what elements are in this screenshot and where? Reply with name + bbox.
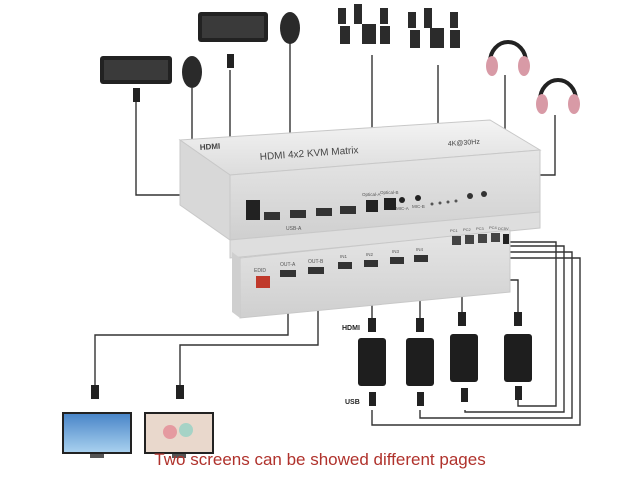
- usb-group-label: USB-A: [286, 226, 302, 232]
- edid-switch[interactable]: [256, 276, 270, 288]
- monitor-1: [62, 412, 132, 458]
- in2-port: [364, 260, 378, 267]
- mic-a-jack: [399, 197, 405, 203]
- speaker-set-icon: [408, 8, 460, 48]
- hdmi-usb-adapter-3: [450, 334, 478, 382]
- hdmi-usb-adapter-4: [504, 334, 532, 382]
- power-port: [503, 234, 509, 244]
- power-label: DC5V: [498, 226, 509, 231]
- edid-label: EDID: [254, 268, 266, 274]
- monitor-2: [144, 412, 214, 458]
- headphones-icon: [486, 40, 530, 76]
- usb-port-1: [264, 212, 280, 220]
- pc3-label: PC3: [476, 226, 485, 231]
- pc1-port: [452, 236, 461, 245]
- in3-port: [390, 257, 404, 264]
- pc1-label: PC1: [450, 228, 459, 233]
- mic-b-jack: [415, 195, 421, 201]
- hdmi-label: HDMI: [342, 325, 360, 332]
- out-b-port: [308, 267, 324, 274]
- mouse-icon: [280, 12, 300, 44]
- switch-a-button[interactable]: [467, 193, 473, 199]
- mic-a-label: MIC-A: [396, 206, 409, 211]
- in2-label: IN2: [366, 252, 374, 257]
- headphones-icon: [536, 78, 580, 114]
- speaker-set-icon: [338, 4, 390, 44]
- hdmi-usb-adapter-2: [406, 338, 434, 386]
- optical-b-port: [384, 198, 396, 210]
- pc3-port: [478, 234, 487, 243]
- pc2-port: [465, 235, 474, 244]
- in3-label: IN3: [392, 249, 400, 254]
- usb-port-2: [290, 210, 306, 218]
- switch-b-button[interactable]: [481, 191, 487, 197]
- pc4-port: [491, 233, 500, 242]
- in1-port: [338, 262, 352, 269]
- in4-port: [414, 255, 428, 262]
- out-b-label: OUT-B: [308, 259, 324, 265]
- mouse-icon: [182, 56, 202, 88]
- usb-port-4: [340, 206, 356, 214]
- usb-plug-icon: [227, 54, 234, 68]
- hdmi-usb-adapter-1: [358, 338, 386, 386]
- kvm-back-unit: EDID OUT-A OUT-B IN1 IN2 IN3 IN4 PC1 PC2…: [229, 211, 541, 319]
- caption-text: Two screens can be showed different page…: [154, 450, 486, 469]
- usb-plug-icon: [133, 88, 140, 102]
- adapter-group: [358, 312, 532, 406]
- in4-label: IN4: [416, 247, 424, 252]
- brand-logo: HDMI: [200, 142, 221, 152]
- usb-label: USB: [345, 399, 360, 406]
- out-a-port: [280, 270, 296, 277]
- optical-a-label: Optical-A: [362, 192, 381, 197]
- resolution-label: 4K@30Hz: [448, 139, 481, 148]
- out-a-label: OUT-A: [280, 262, 296, 268]
- power-switch[interactable]: [246, 200, 260, 220]
- usb-port-3: [316, 208, 332, 216]
- optical-a-port: [366, 200, 378, 212]
- keyboard-icon: [100, 56, 172, 84]
- keyboard-icon: [198, 12, 268, 42]
- pc4-label: PC4: [489, 225, 498, 230]
- optical-b-label: Optical-B: [380, 190, 399, 195]
- in1-label: IN1: [340, 254, 348, 259]
- kvm-front-unit: HDMI HDMI 4x2 KVM Matrix 4K@30Hz USB-A O…: [178, 119, 542, 241]
- mic-b-label: MIC-B: [412, 204, 425, 209]
- pc2-label: PC2: [463, 227, 472, 232]
